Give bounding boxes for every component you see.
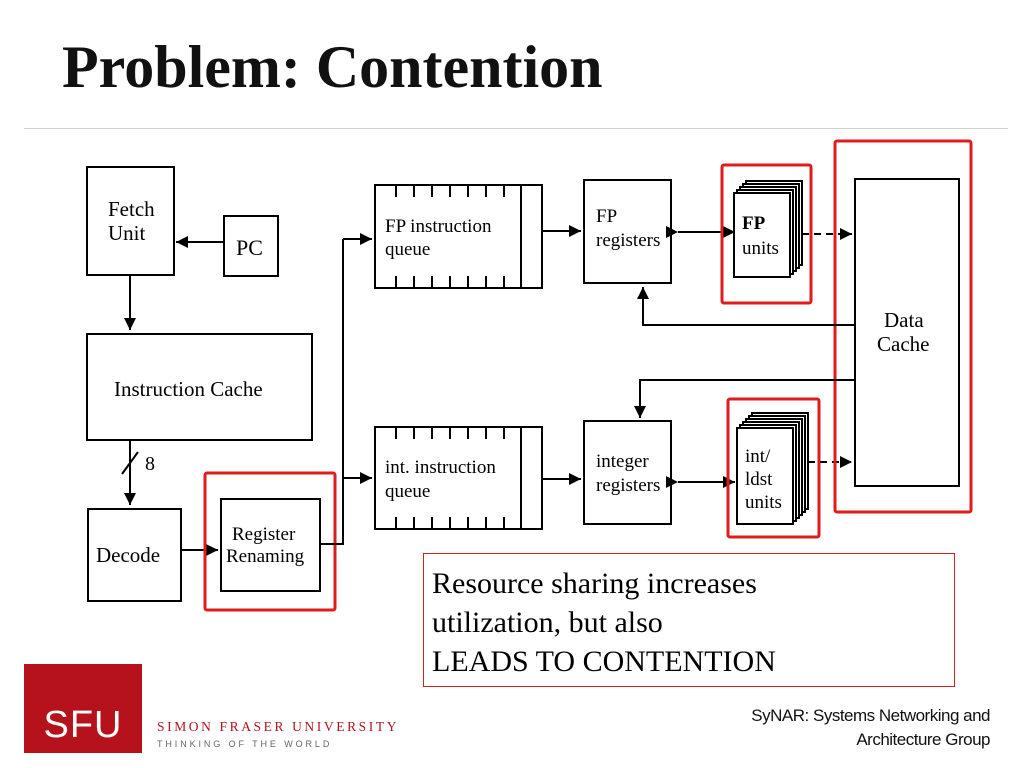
fp-queue-label-line: queue bbox=[385, 239, 430, 260]
bus-width-label: 8 bbox=[145, 453, 155, 475]
int-queue-label: int. instruction queue bbox=[385, 457, 501, 502]
int-units-label-line: int/ bbox=[745, 446, 771, 467]
decode-label: Decode bbox=[96, 543, 160, 567]
contention-callout: Resource sharing increases utilization, … bbox=[423, 553, 955, 687]
fp-instruction-queue bbox=[374, 184, 543, 289]
register-renaming-label-line: Register bbox=[232, 524, 296, 545]
data-cache-label: Data Cache bbox=[877, 308, 929, 356]
int-queue-body bbox=[374, 426, 543, 530]
int-queue-label-line: int. instruction bbox=[385, 457, 496, 478]
int-queue-label-line: queue bbox=[385, 481, 430, 502]
pc-label: PC bbox=[236, 235, 263, 260]
title-divider bbox=[24, 128, 1008, 129]
register-renaming-label: Register Renaming bbox=[226, 524, 305, 567]
register-renaming-highlight bbox=[203, 471, 337, 612]
footer-credit: SyNAR: Systems Networking and Architectu… bbox=[751, 704, 990, 752]
int-units-label: int/ ldst units bbox=[745, 446, 782, 513]
fp-units-label-line: FP bbox=[742, 213, 766, 234]
fp-units-highlight bbox=[720, 163, 813, 305]
cache-to-fp-registers-path bbox=[637, 287, 855, 326]
university-tagline: THINKING OF THE WORLD bbox=[157, 739, 333, 749]
fp-registers-label: FP registers bbox=[596, 206, 660, 251]
integer-registers-label-line: integer bbox=[596, 451, 649, 472]
data-cache-label-line: Data bbox=[884, 308, 924, 332]
fp-registers-label-line: FP bbox=[596, 206, 617, 227]
register-renaming-block bbox=[220, 498, 321, 592]
fp-registers-label-line: registers bbox=[596, 230, 660, 251]
bus-width-tick bbox=[121, 451, 139, 475]
callout-line: Resource sharing increases bbox=[432, 567, 757, 600]
int-queue-slot-ticks bbox=[395, 427, 505, 529]
footer-credit-line: SyNAR: Systems Networking and bbox=[751, 706, 990, 725]
footer-credit-line: Architecture Group bbox=[856, 730, 990, 749]
int-units-stack bbox=[736, 412, 809, 525]
data-cache-block bbox=[854, 178, 960, 487]
int-units-label-line: units bbox=[745, 492, 782, 513]
int-units-label-line: ldst bbox=[745, 469, 773, 490]
fp-queue-body bbox=[374, 184, 543, 289]
integer-registers-label: integer registers bbox=[596, 451, 660, 496]
callout-line: LEADS TO CONTENTION bbox=[432, 645, 776, 678]
data-cache-highlight bbox=[833, 139, 973, 514]
integer-registers-label-line: registers bbox=[596, 475, 660, 496]
register-renaming-label-line: Renaming bbox=[226, 546, 305, 567]
int-units-highlight bbox=[726, 397, 821, 539]
fp-units-stack bbox=[733, 180, 803, 278]
fetch-unit-label: Fetch Unit bbox=[108, 197, 160, 245]
int-instruction-queue bbox=[374, 426, 543, 530]
fp-queue-label-line: FP instruction bbox=[385, 216, 492, 237]
slide-title: Problem: Contention bbox=[62, 34, 603, 100]
sfu-logo-text: SFU bbox=[43, 704, 123, 746]
fp-unit-card bbox=[733, 192, 791, 278]
int-unit-card bbox=[736, 427, 794, 525]
decode-block bbox=[87, 508, 182, 602]
fetch-unit-label-line: Fetch bbox=[108, 197, 155, 221]
fp-units-label-line: units bbox=[742, 238, 779, 259]
data-cache-label-line: Cache bbox=[877, 332, 929, 356]
fp-queue-slot-ticks bbox=[395, 185, 505, 288]
fetch-unit-label-line: Unit bbox=[108, 221, 146, 245]
fp-queue-label: FP instruction queue bbox=[385, 216, 496, 260]
fp-units-label: FP units bbox=[742, 213, 779, 259]
callout-line: utilization, but also bbox=[432, 606, 663, 639]
sfu-logo: SFU bbox=[24, 664, 142, 753]
instruction-cache-block bbox=[86, 333, 313, 441]
cache-to-integer-registers-path bbox=[634, 379, 855, 418]
pc-block bbox=[223, 215, 279, 277]
integer-registers-block bbox=[583, 420, 672, 525]
renaming-to-queues-line bbox=[320, 239, 344, 545]
instruction-cache-label: Instruction Cache bbox=[114, 377, 263, 401]
university-name: SIMON FRASER UNIVERSITY bbox=[157, 719, 400, 734]
